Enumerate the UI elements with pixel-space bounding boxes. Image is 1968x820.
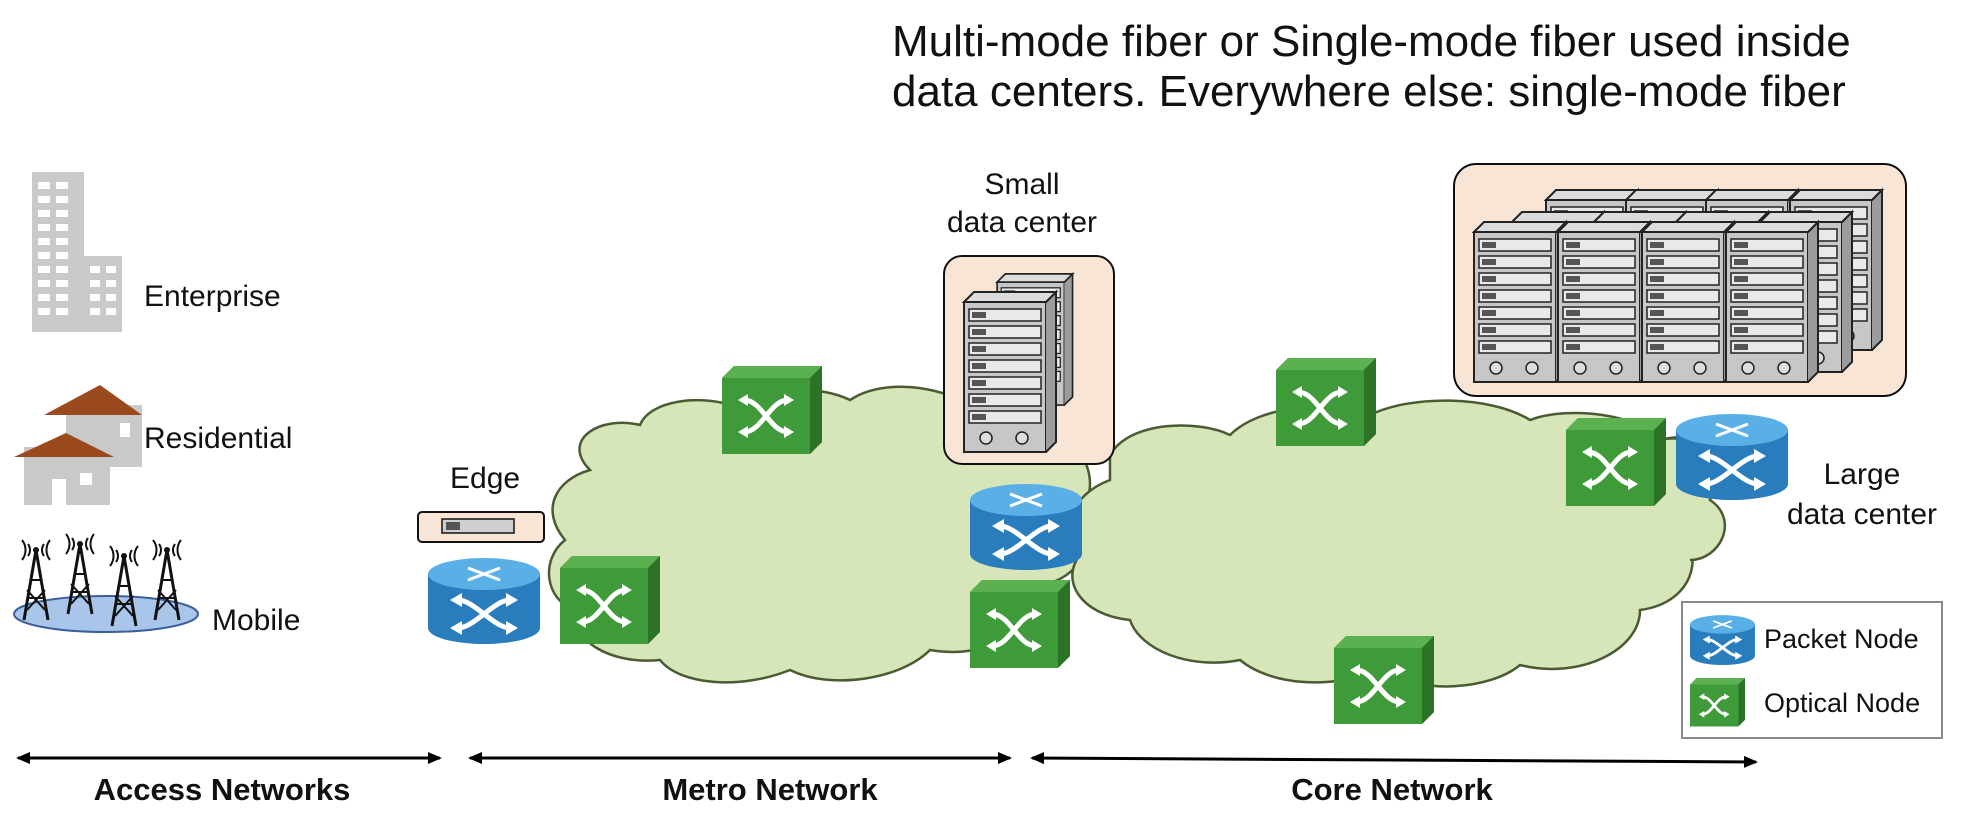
label-large-dc-line2: data center [1787, 498, 1937, 531]
optical-node-icon [1334, 636, 1434, 724]
label-mobile: Mobile [212, 604, 300, 637]
section-label-access: Access Networks [94, 772, 351, 807]
server-rack-icon [963, 291, 1057, 453]
optical-node-icon [1566, 418, 1666, 506]
legend-packet-label: Packet Node [1764, 624, 1919, 654]
legend-packet-icon [1688, 613, 1757, 667]
label-residential: Residential [144, 422, 292, 455]
section-label-core: Core Network [1291, 772, 1493, 807]
edge-device [417, 511, 545, 543]
legend-optical-icon [1688, 676, 1747, 728]
server-rack-icon [1473, 221, 1567, 383]
server-rack-icon [1641, 221, 1735, 383]
packet-node-icon [428, 558, 540, 644]
title-line-1: Multi-mode fiber or Single-mode fiber us… [892, 17, 1851, 66]
server-rack-icon [1725, 221, 1819, 383]
section-label-metro: Metro Network [662, 772, 878, 807]
optical-node-icon [970, 580, 1070, 668]
label-small-dc-line1: Small [984, 168, 1059, 201]
large-dc-racks-front [1473, 221, 1819, 383]
cell-tower-icon [13, 532, 199, 633]
legend-optical-label: Optical Node [1764, 688, 1920, 718]
title-line-2: data centers. Everywhere else: single-mo… [892, 67, 1846, 116]
building-icon [32, 172, 122, 332]
label-edge: Edge [450, 462, 520, 495]
label-small-dc-line2: data center [947, 206, 1097, 239]
optical-node-icon [722, 366, 822, 454]
core-range-arrow [1030, 752, 1758, 768]
packet-node-icon [1676, 414, 1788, 500]
house-icon [14, 385, 142, 505]
optical-node-icon [560, 556, 660, 644]
server-rack-icon [1557, 221, 1651, 383]
optical-node-icon [1276, 358, 1376, 446]
packet-node-icon [970, 484, 1082, 570]
label-large-dc-line1: Large [1824, 458, 1901, 491]
label-enterprise: Enterprise [144, 280, 281, 313]
